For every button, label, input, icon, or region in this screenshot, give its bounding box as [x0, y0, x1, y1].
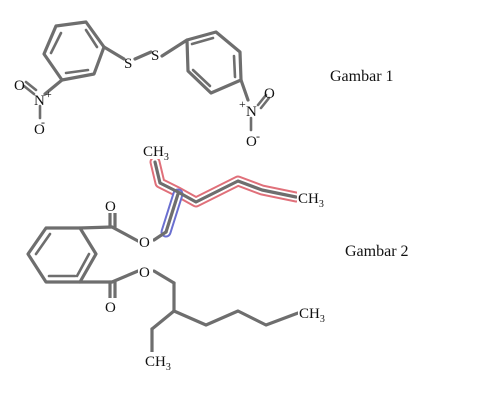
figure-1-structure: S S O N + O - O N + O - Gambar 1: [14, 20, 394, 150]
left-benzene-ring: [42, 20, 106, 82]
nitro-left-minus: -: [41, 115, 45, 129]
nitro-right-oxygen-single: O: [246, 134, 257, 150]
nitro-right-oxygen-double: O: [264, 86, 275, 102]
nitro-left-nitrogen: N: [34, 93, 45, 109]
nitro-left-oxygen-double: O: [14, 78, 25, 94]
carbonyl-oxygen-lower: O: [105, 300, 116, 316]
figure-2-structure: O O O O CH3 CH3 CH3 CH3 Gambar 2: [26, 142, 409, 373]
nitro-right-nitrogen: N: [246, 104, 257, 120]
phthalate-benzene-ring: [26, 226, 98, 284]
nitro-right-plus: +: [239, 97, 246, 111]
sulfur-left-label: S: [124, 56, 132, 72]
nitro-right-minus: -: [256, 129, 260, 143]
methyl-top-label: CH3: [143, 144, 169, 163]
methyl-lower-right-label: CH3: [299, 306, 325, 325]
right-benzene-ring: [185, 30, 243, 95]
nitro-left-oxygen-single: O: [34, 122, 45, 138]
carbonyl-oxygen-upper: O: [105, 199, 116, 215]
nitro-left-plus: +: [45, 87, 52, 101]
alkyl-chain-upper: [153, 160, 298, 204]
ester-oxygen-lower: O: [139, 265, 150, 281]
methyl-right-label: CH3: [298, 191, 324, 210]
figure-1-caption: Gambar 1: [330, 68, 394, 85]
figure-2-caption: Gambar 2: [345, 243, 409, 260]
sulfur-right-label: S: [151, 48, 159, 64]
ester-oxygen-upper: O: [139, 235, 150, 251]
methyl-bottom-label: CH3: [145, 354, 171, 373]
alkyl-chain-lower: [172, 309, 300, 327]
